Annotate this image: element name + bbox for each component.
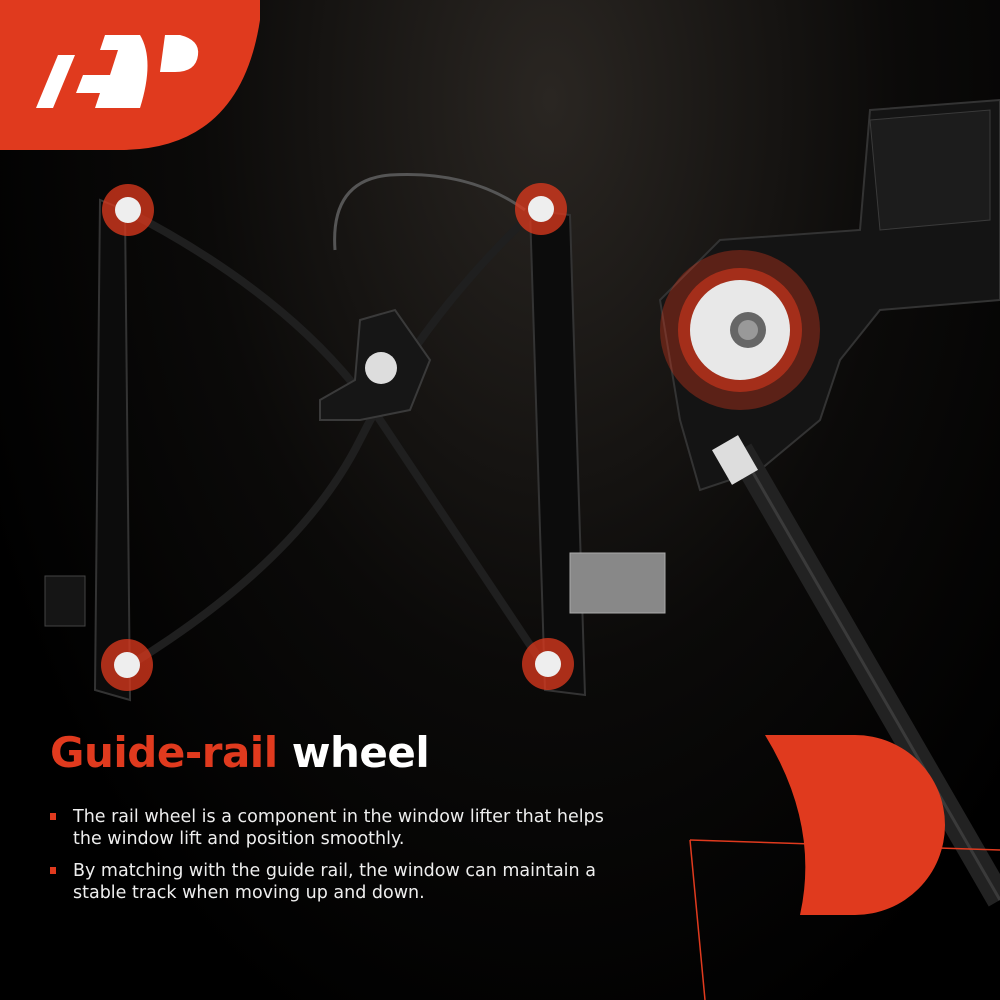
headline: Guide-rail wheel (50, 728, 430, 777)
window-regulator (44, 172, 666, 702)
feature-text: The rail wheel is a component in the win… (73, 807, 604, 849)
brand-logo (0, 0, 260, 150)
headline-rest: wheel (291, 728, 430, 777)
feature-item: The rail wheel is a component in the win… (50, 806, 610, 850)
closeup-wheel-highlight (660, 250, 820, 410)
feature-item: By matching with the guide rail, the win… (50, 860, 610, 904)
closeup-bracket (658, 98, 1000, 907)
headline-highlight: Guide-rail (50, 728, 278, 777)
decorative-half-circle (765, 735, 945, 915)
feature-list: The rail wheel is a component in the win… (50, 806, 610, 914)
wheel-highlights (101, 183, 574, 691)
bullet-square-icon (50, 813, 56, 820)
bullet-square-icon (50, 867, 56, 874)
feature-text: By matching with the guide rail, the win… (73, 861, 596, 903)
